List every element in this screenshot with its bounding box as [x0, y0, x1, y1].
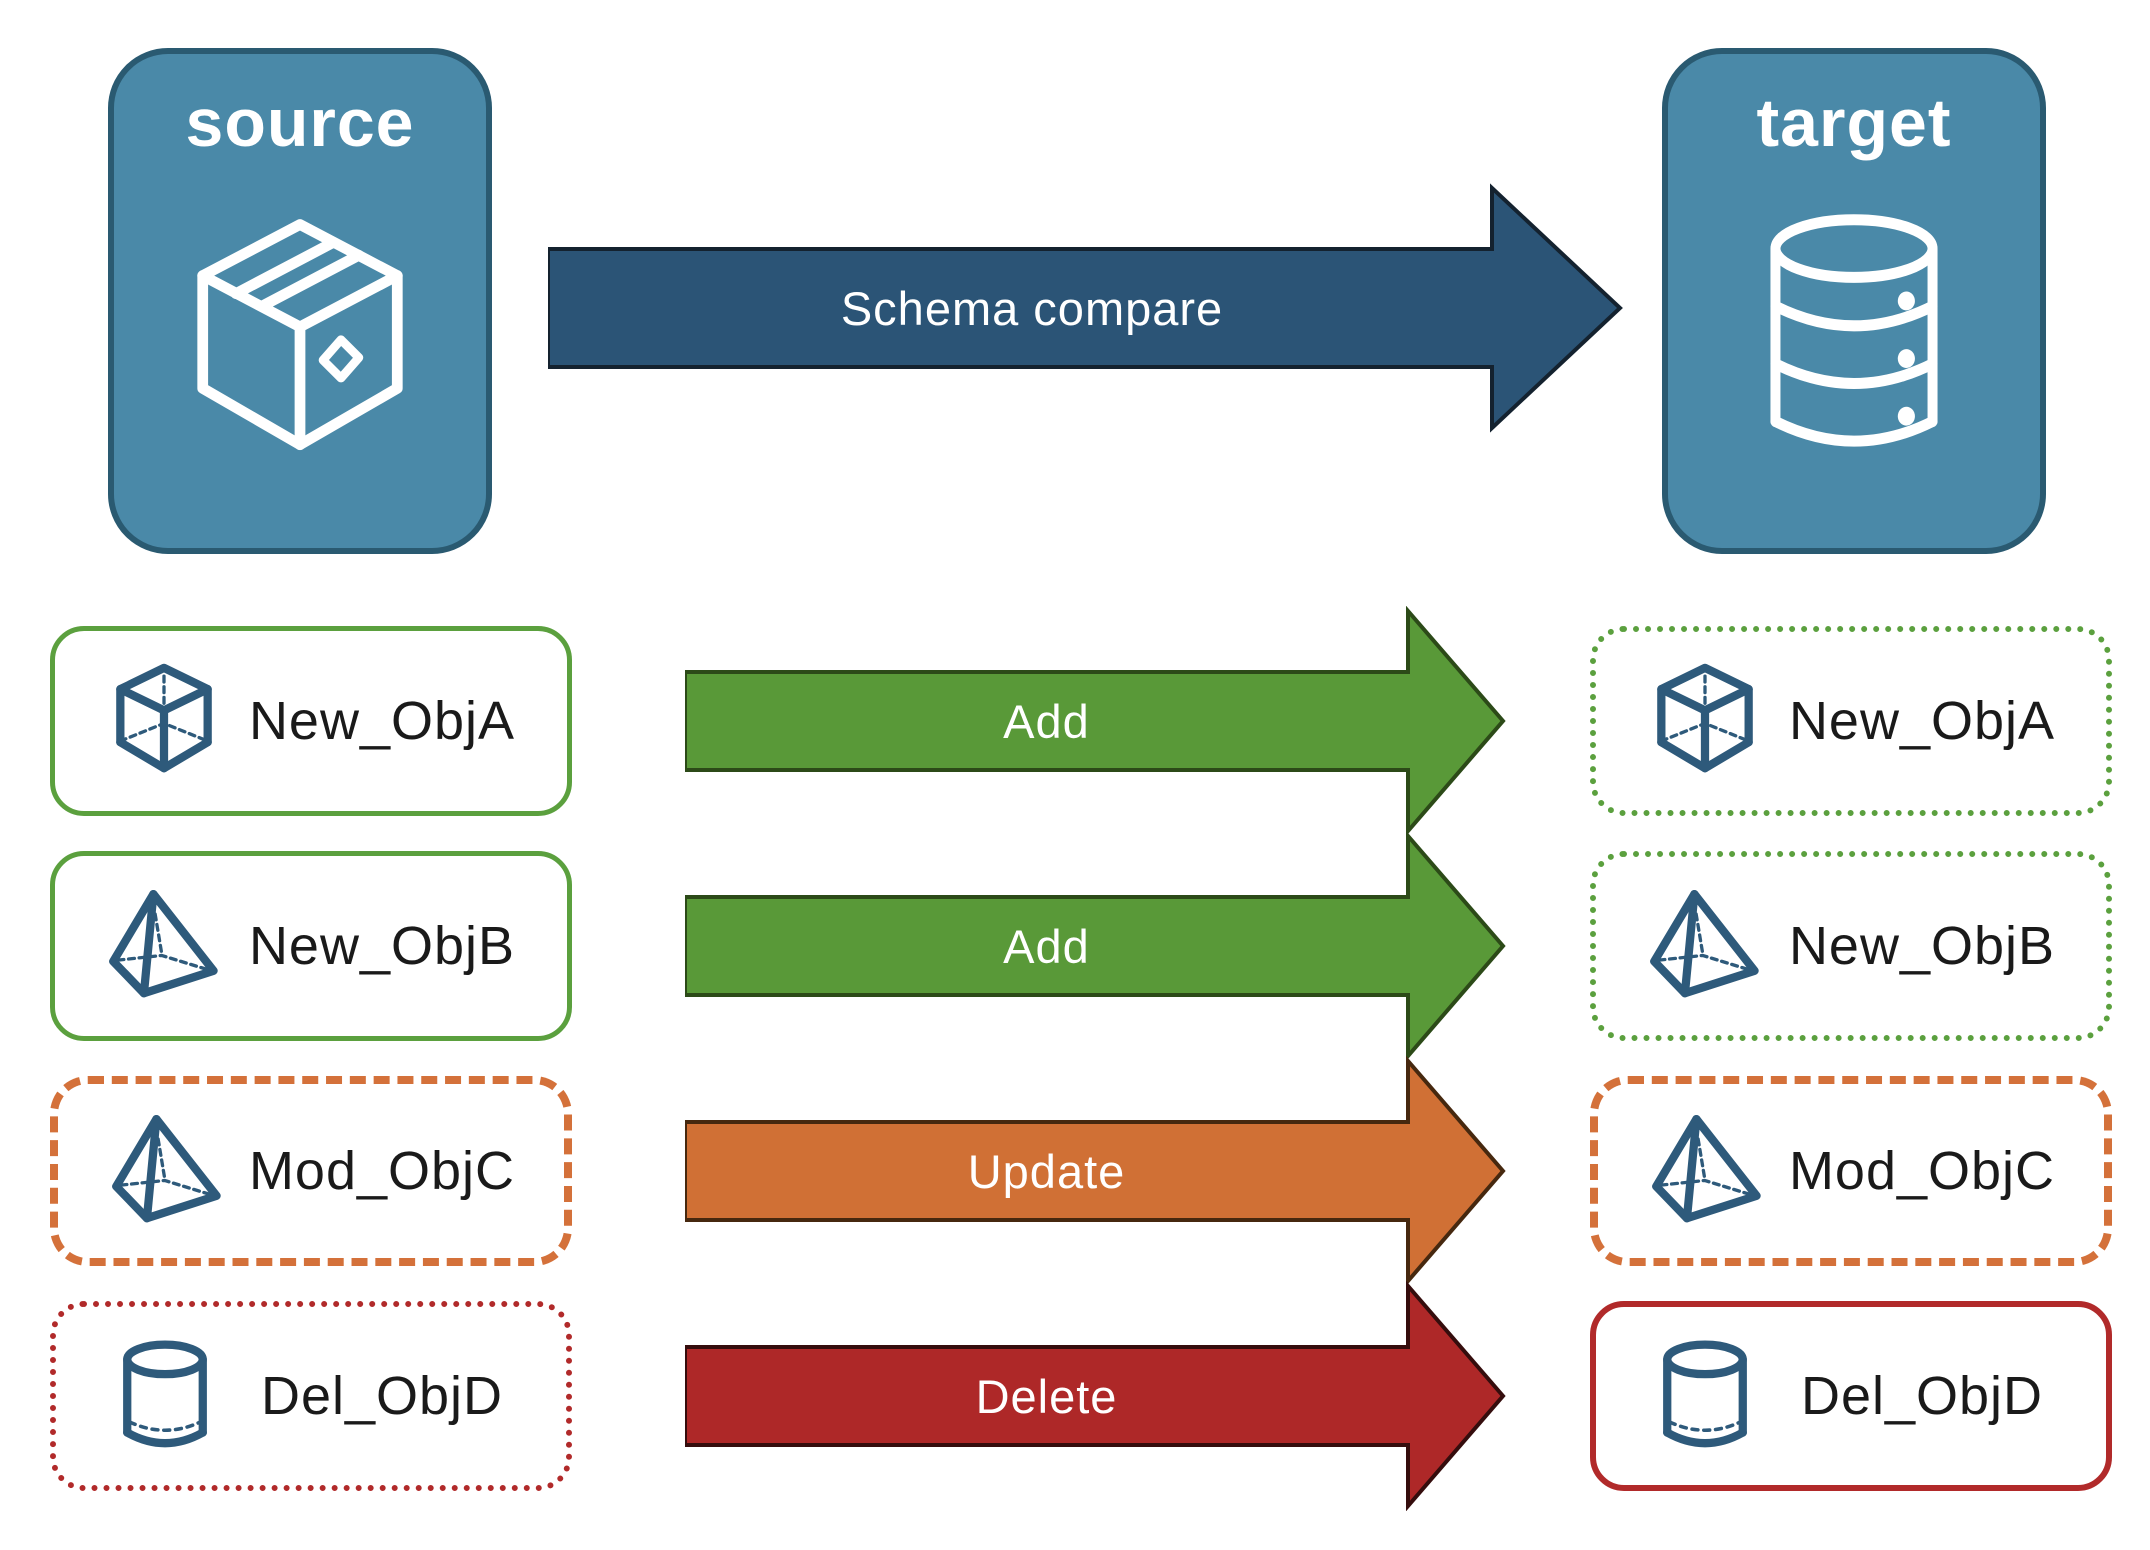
target-node-title: target [1756, 85, 1952, 161]
object-label: Del_ObjD [260, 1366, 504, 1426]
cube-icon [105, 662, 223, 780]
pyramid-icon [105, 887, 223, 1005]
source-object-new-obja: New_ObjA [50, 626, 572, 816]
update-arrow [685, 1056, 1506, 1286]
target-object-new-objb: New_ObjB [1590, 851, 2112, 1041]
schema-compare-arrow [548, 183, 1623, 433]
cube-icon [1646, 662, 1764, 780]
database-icon [1735, 204, 1973, 466]
pyramid-icon [108, 1112, 226, 1230]
object-label: New_ObjA [1788, 691, 2056, 751]
cylinder-icon [1646, 1337, 1764, 1455]
add-arrow-2-shape [685, 831, 1506, 1061]
object-label: Del_ObjD [1800, 1366, 2044, 1426]
target-object-new-obja: New_ObjA [1590, 626, 2112, 816]
target-object-mod-objc: Mod_ObjC [1590, 1076, 2112, 1266]
source-object-new-objb: New_ObjB [50, 851, 572, 1041]
object-label: New_ObjB [1788, 916, 2056, 976]
object-label: New_ObjA [248, 691, 516, 751]
source-node-title: source [185, 85, 415, 161]
add-arrow-2 [685, 831, 1506, 1061]
source-object-mod-objc: Mod_ObjC [50, 1076, 572, 1266]
schema-compare-arrow-shape [548, 183, 1623, 433]
source-node: source [108, 48, 492, 554]
add-arrow-1-shape [685, 606, 1506, 836]
object-label: New_ObjB [248, 916, 516, 976]
object-label: Mod_ObjC [248, 1141, 516, 1201]
pyramid-icon [1646, 887, 1764, 1005]
add-arrow-1 [685, 606, 1506, 836]
target-node: target [1662, 48, 2046, 554]
package-icon [172, 204, 428, 460]
target-object-del-objd: Del_ObjD [1590, 1301, 2112, 1491]
pyramid-icon [1648, 1112, 1766, 1230]
update-arrow-shape [685, 1056, 1506, 1286]
delete-arrow [685, 1281, 1506, 1511]
cylinder-icon [106, 1337, 224, 1455]
source-object-del-objd: Del_ObjD [50, 1301, 572, 1491]
object-label: Mod_ObjC [1788, 1141, 2056, 1201]
delete-arrow-shape [685, 1281, 1506, 1511]
